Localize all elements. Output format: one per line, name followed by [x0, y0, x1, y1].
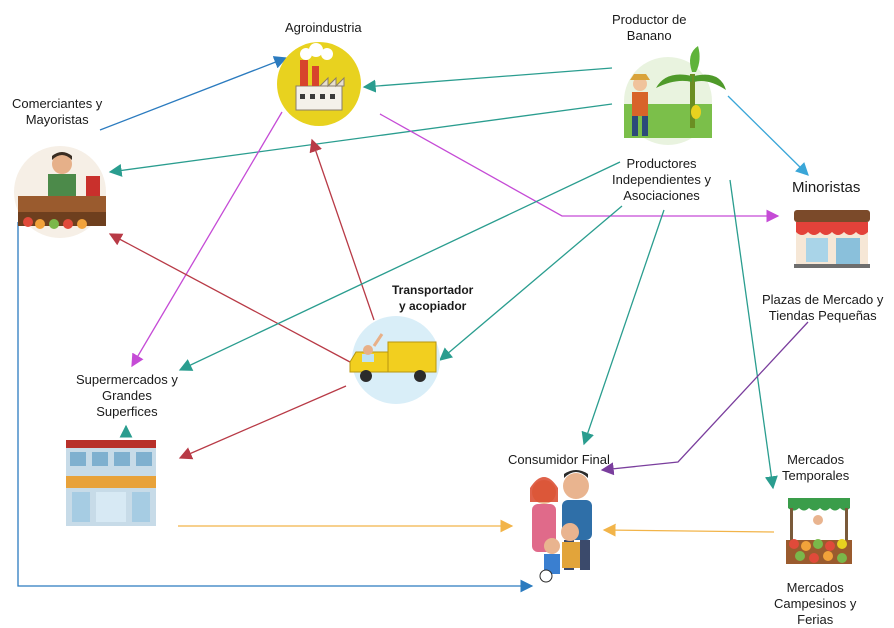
arrow-comerciantes-consumidor [17, 222, 534, 593]
arrow-plazas-consumidor [600, 321, 809, 476]
label-mercados-temporales: Mercados Temporales [782, 452, 849, 484]
label-mercados-temp-line2: Temporales [782, 468, 850, 483]
label-indep-line3: Asociaciones [623, 188, 700, 203]
arrow-productor-minoristas [727, 95, 809, 176]
family-icon [530, 470, 592, 583]
arrow-agroindustria-minoristas [379, 113, 780, 223]
label-productor: Productor de Banano [612, 12, 686, 44]
arrow-comerciantes-agroindustria [99, 56, 288, 131]
shopkeeper-icon [14, 146, 106, 238]
factory-icon [277, 42, 361, 126]
label-productores-indep: Productores Independientes y Asociacione… [612, 156, 711, 204]
label-plazas-line1: Plazas de Mercado y [762, 292, 884, 307]
label-consumidor: Consumidor Final [508, 452, 610, 467]
label-supermercados: Supermercados y Grandes Superfices [76, 372, 178, 420]
label-minoristas: Minoristas [792, 179, 861, 196]
label-mercados-camp-line3: Ferias [797, 612, 834, 627]
label-supermercados-line3: Superfices [96, 404, 158, 419]
arrow-transportador-supermercados [178, 385, 347, 460]
label-indep-line1: Productores [626, 156, 697, 171]
arrow-mercados-consumidor [602, 523, 775, 537]
arrows [17, 56, 809, 593]
label-productor-line2: Banano [626, 28, 672, 43]
arrow-indep-supermercados [178, 161, 621, 371]
arrow-productor-agroindustria [362, 67, 613, 93]
label-mercados-campesinos: Mercados Campesinos y Ferias [774, 580, 856, 628]
label-comerciantes-line2: Mayoristas [25, 112, 89, 127]
delivery-truck-icon [349, 316, 440, 404]
banana-farmer-icon [624, 46, 726, 145]
arrow-indep-transportador [439, 205, 623, 361]
arrow-agroindustria-supermercados [131, 111, 283, 368]
label-comerciantes: Comerciantes y Mayoristas [12, 96, 102, 128]
label-productor-line1: Productor de [612, 12, 687, 27]
arrow-indep-mercados [729, 179, 778, 490]
arrow-productor-comerciantes [108, 103, 613, 177]
label-transportador-line2: y acopiador [399, 299, 467, 313]
label-transportador: Transportador y acopiador [392, 282, 473, 314]
arrow-transportador-agroindustria [309, 138, 375, 321]
market-stall-icon [786, 498, 852, 564]
label-supermercados-line1: Supermercados y [76, 372, 178, 387]
arrow-transportador-comerciantes [108, 233, 351, 363]
label-mercados-camp-line2: Campesinos y [774, 596, 857, 611]
label-comerciantes-line1: Comerciantes y [12, 96, 103, 111]
label-agroindustria: Agroindustria [285, 20, 362, 35]
label-supermercados-line2: Grandes [102, 388, 152, 403]
label-mercados-temp-line1: Mercados [787, 452, 845, 467]
coffee-shop-icon [794, 210, 870, 268]
supermarket-icon [66, 440, 156, 526]
label-transportador-line1: Transportador [392, 283, 474, 297]
label-plazas: Plazas de Mercado y Tiendas Pequeñas [762, 292, 883, 324]
label-indep-line2: Independientes y [612, 172, 712, 187]
label-plazas-line2: Tiendas Pequeñas [768, 308, 877, 323]
label-mercados-camp-line1: Mercados [786, 580, 844, 595]
arrow-indep-consumidor [581, 209, 665, 446]
